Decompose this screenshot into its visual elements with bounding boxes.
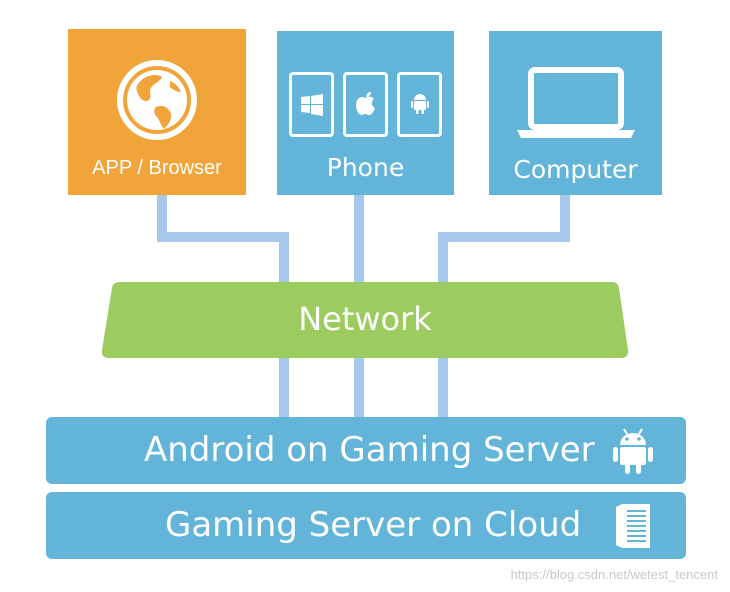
connector-computer-vertical-1 bbox=[560, 195, 570, 240]
connector-app-horizontal bbox=[157, 232, 289, 242]
watermark: https://blog.csdn.net/wetest_tencent bbox=[510, 567, 718, 582]
connector-computer-vertical-2 bbox=[438, 232, 448, 282]
phone-box: Phone bbox=[277, 31, 454, 195]
cloud-server-layer: Gaming Server on Cloud bbox=[46, 492, 686, 559]
connector-network-server-right bbox=[438, 355, 448, 417]
computer-box: Computer bbox=[489, 31, 662, 195]
app-browser-box: APP / Browser bbox=[68, 29, 246, 195]
connector-app-vertical-2 bbox=[279, 232, 289, 282]
connector-network-server-left bbox=[279, 355, 289, 417]
phone-label: Phone bbox=[326, 153, 405, 182]
computer-label: Computer bbox=[513, 155, 638, 184]
apple-tablet bbox=[343, 72, 388, 137]
apple-icon bbox=[356, 92, 375, 115]
cloud-server-label: Gaming Server on Cloud bbox=[165, 505, 582, 545]
connector-phone-vertical bbox=[354, 195, 364, 285]
connector-network-server-middle bbox=[354, 355, 364, 417]
globe-icon bbox=[117, 60, 197, 140]
android-icon bbox=[613, 428, 653, 474]
android-tablet bbox=[397, 72, 442, 137]
network-label: Network bbox=[298, 300, 432, 338]
windows-icon bbox=[301, 94, 323, 116]
windows-tablet bbox=[289, 72, 334, 137]
network-block bbox=[101, 282, 629, 358]
android-server-layer: Android on Gaming Server bbox=[46, 417, 686, 484]
android-icon bbox=[411, 94, 429, 114]
laptop-icon bbox=[517, 67, 635, 138]
connector-app-vertical-1 bbox=[157, 195, 167, 240]
app-browser-label: APP / Browser bbox=[92, 157, 222, 179]
server-icon bbox=[616, 504, 650, 548]
connector-computer-horizontal bbox=[438, 232, 570, 242]
android-server-label: Android on Gaming Server bbox=[144, 430, 595, 470]
